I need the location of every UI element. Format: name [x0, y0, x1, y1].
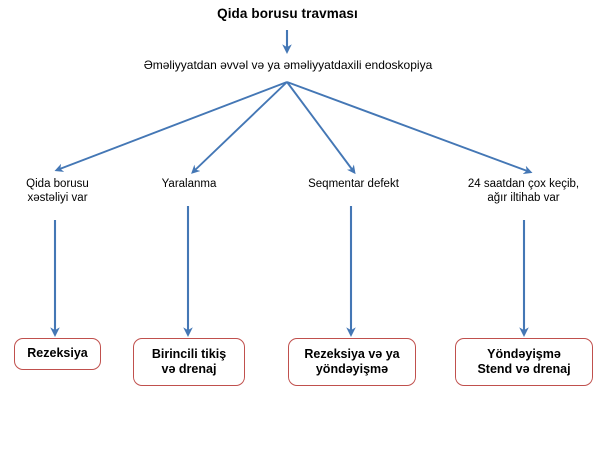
branch-label-2: Yaralanma: [161, 178, 217, 190]
branch-label-1: Qida borusu xəstəliyi var: [26, 178, 89, 204]
connector-step-to-branch-1: [54, 81, 288, 172]
outcome-box-2[interactable]: Birincili tikiş və drenaj: [133, 338, 245, 386]
branch-label-4: 24 saatdan çox keçib, ağır iltihab var: [467, 178, 580, 204]
connector-step-to-branch-4: [286, 81, 533, 174]
diagram-title: Qida borusu travması: [217, 6, 358, 21]
outcome-box-3[interactable]: Rezeksiya və ya yöndəyişmə: [288, 338, 416, 386]
outcome-box-4[interactable]: Yöndəyişmə Stend və drenaj: [455, 338, 593, 386]
outcome-box-1[interactable]: Rezeksiya: [14, 338, 101, 370]
branch-label-3: Seqmentar defekt: [308, 178, 399, 190]
connector-step-to-branch-2: [191, 81, 288, 174]
step-node-endoscopy: Əməliyyatdan əvvəl və ya əməliyyatdaxili…: [143, 58, 433, 72]
connector-step-to-branch-3: [286, 81, 356, 175]
